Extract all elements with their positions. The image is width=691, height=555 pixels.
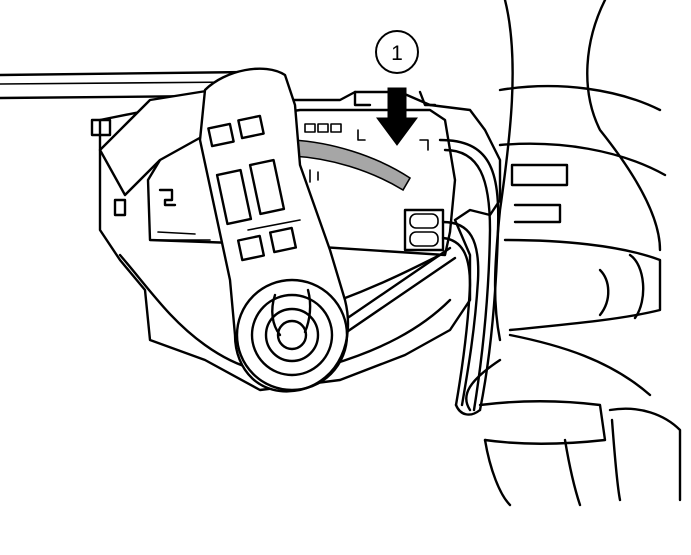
callout-circle xyxy=(375,30,419,74)
selector-lever xyxy=(98,67,350,393)
contact-strip xyxy=(291,139,412,192)
callout-label: 1 xyxy=(391,42,403,65)
background-housing xyxy=(465,0,682,507)
down-arrow-icon xyxy=(376,87,418,146)
callout-1: 1 xyxy=(375,30,419,146)
wiring-harness xyxy=(328,138,500,416)
